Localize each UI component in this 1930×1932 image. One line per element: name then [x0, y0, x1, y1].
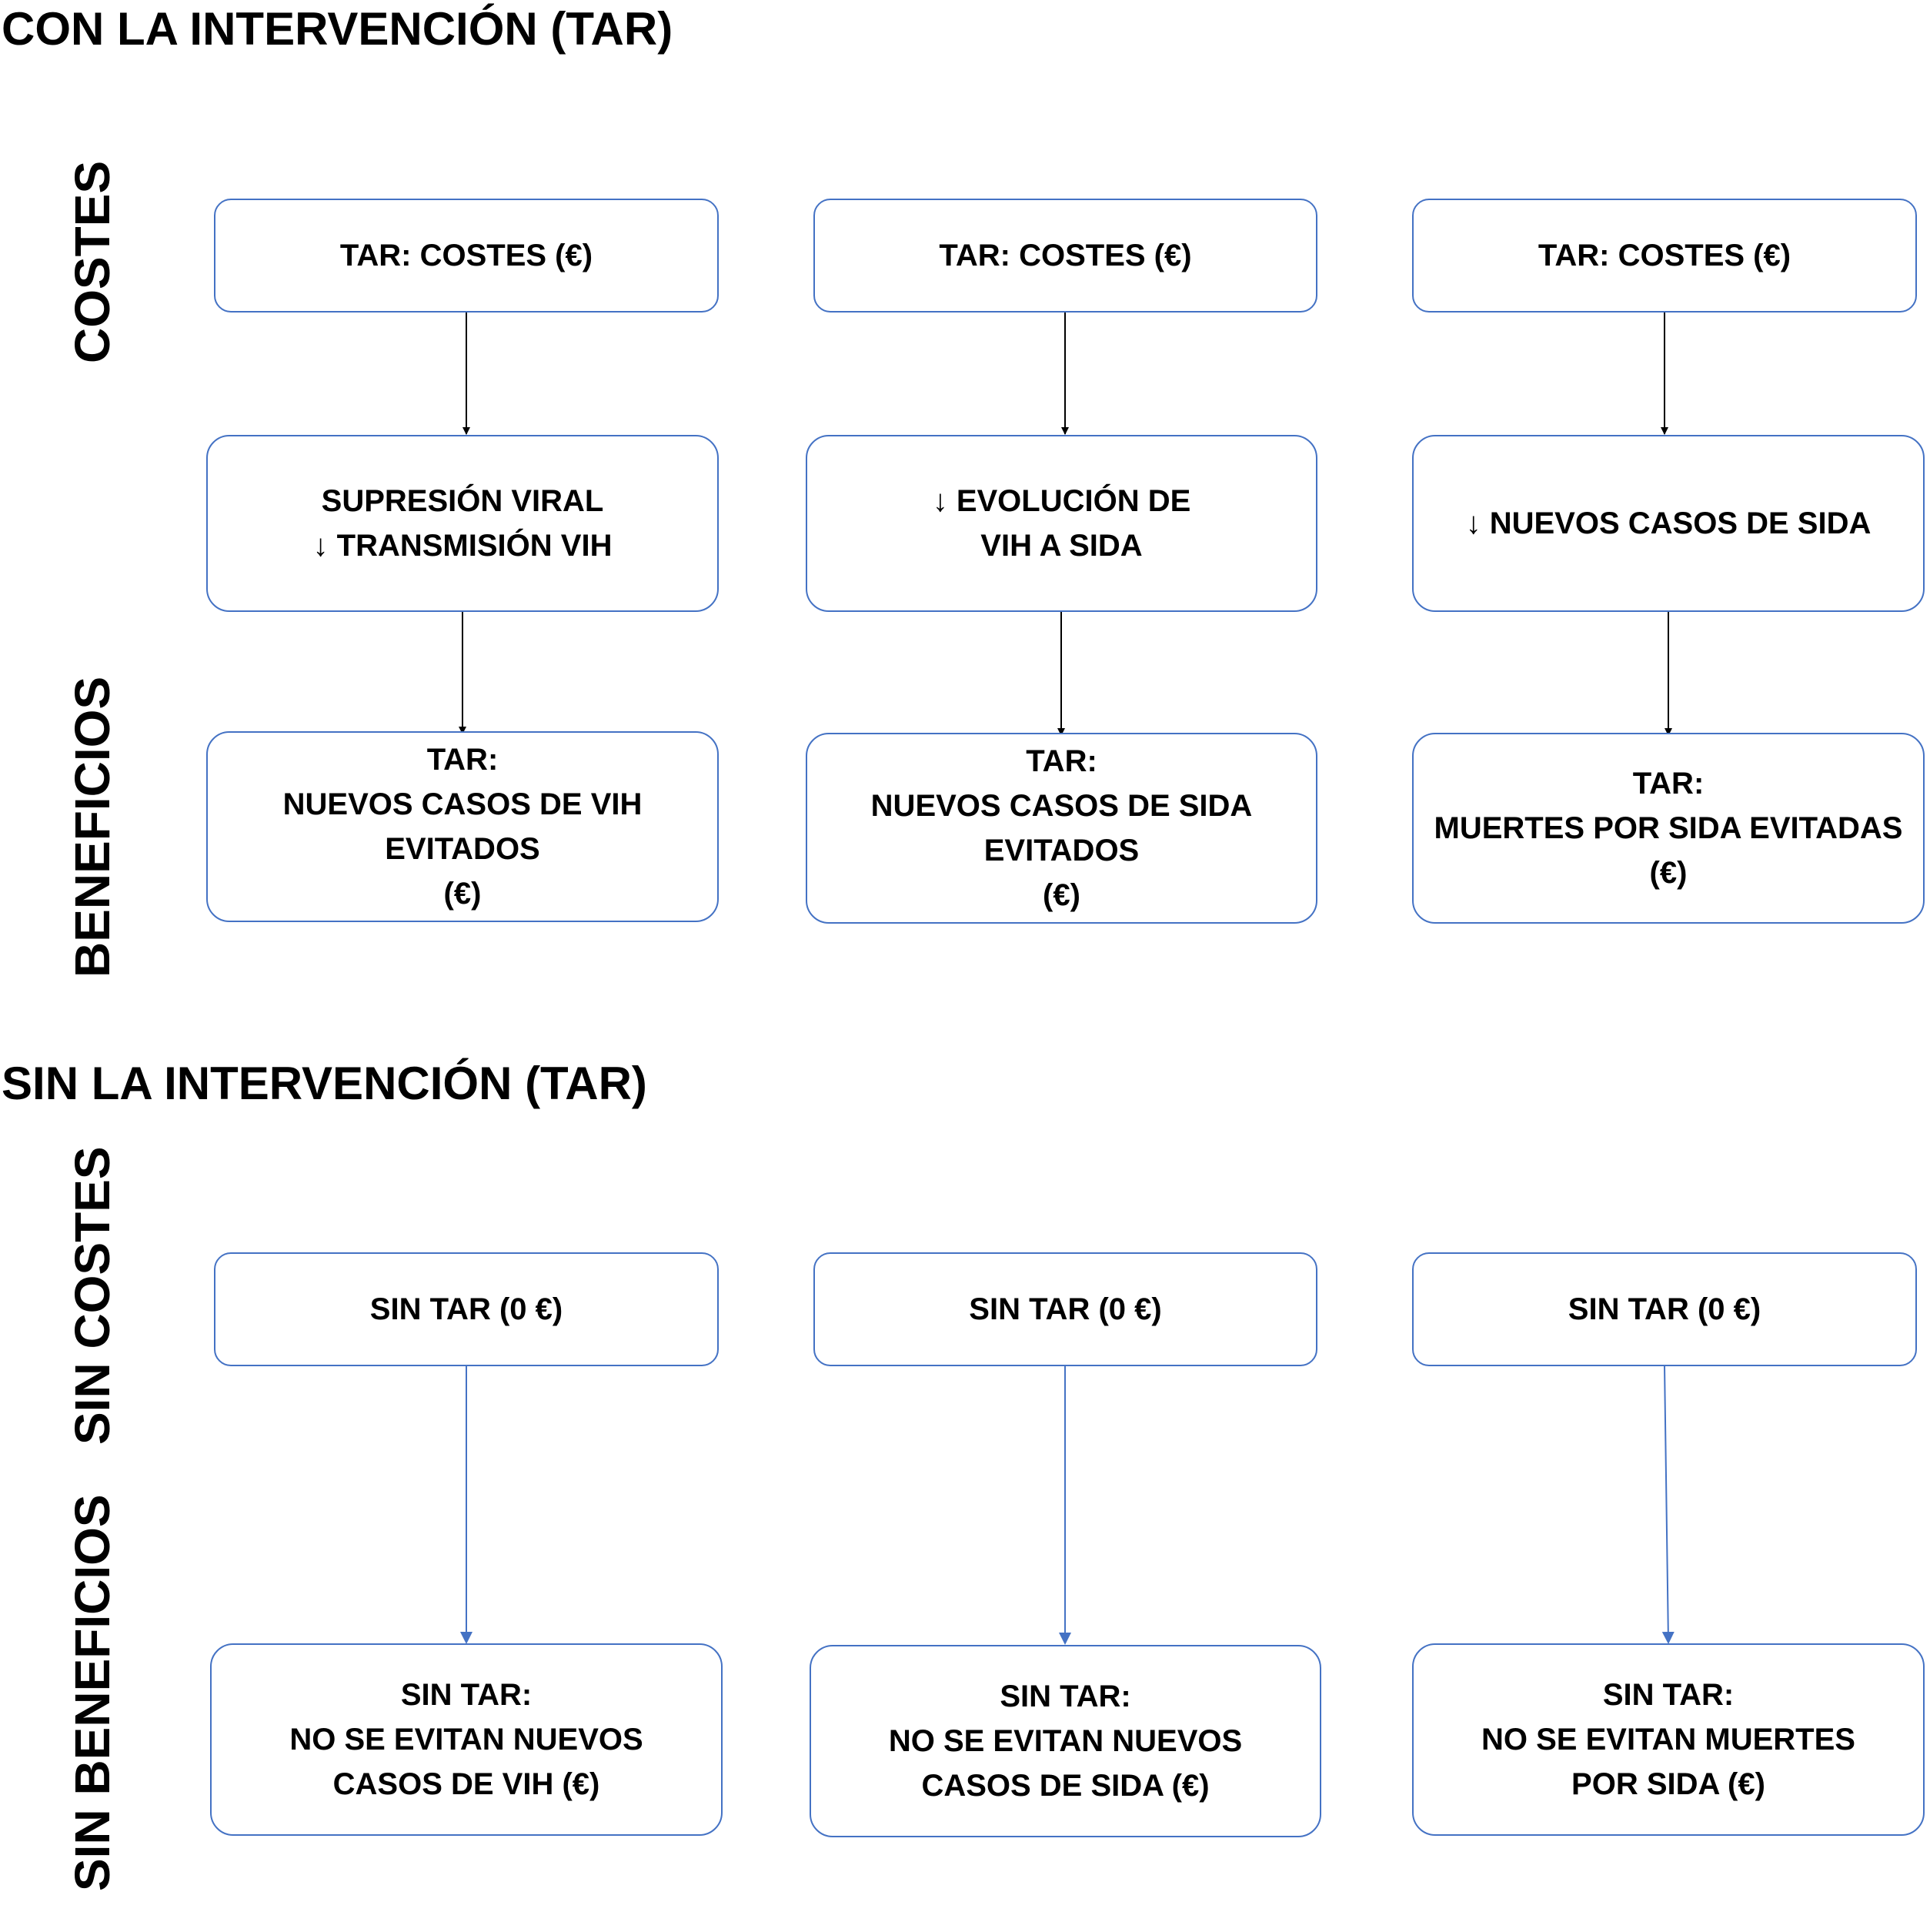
with-benefit-box-1: TAR: NUEVOS CASOS DE VIH EVITADOS (€)	[206, 731, 719, 922]
with-effect-box-2: ↓ EVOLUCIÓN DE VIH A SIDA	[806, 435, 1317, 612]
without-benefit-box-1: SIN TAR: NO SE EVITAN NUEVOS CASOS DE VI…	[210, 1643, 723, 1836]
without-cost-box-1: SIN TAR (0 €)	[214, 1252, 719, 1366]
with-cost-box-3: TAR: COSTES (€)	[1412, 199, 1917, 313]
section-title-with: CON LA INTERVENCIÓN (TAR)	[2, 3, 673, 55]
without-benefit-box-3: SIN TAR: NO SE EVITAN MUERTES POR SIDA (…	[1412, 1643, 1925, 1836]
with-benefit-box-3: TAR: MUERTES POR SIDA EVITADAS (€)	[1412, 733, 1925, 924]
section-title-without: SIN LA INTERVENCIÓN (TAR)	[2, 1058, 647, 1109]
with-effect-box-3: ↓ NUEVOS CASOS DE SIDA	[1412, 435, 1925, 612]
arrow-nocost-nobenefit-3	[1661, 1365, 1675, 1644]
with-effect-box-1: SUPRESIÓN VIRAL ↓ TRANSMISIÓN VIH	[206, 435, 719, 612]
without-benefit-box-2: SIN TAR: NO SE EVITAN NUEVOS CASOS DE SI…	[810, 1645, 1321, 1837]
with-benefit-box-2: TAR: NUEVOS CASOS DE SIDA EVITADOS (€)	[806, 733, 1317, 924]
with-cost-box-2: TAR: COSTES (€)	[813, 199, 1317, 313]
with-cost-box-1: TAR: COSTES (€)	[214, 199, 719, 313]
without-cost-box-3: SIN TAR (0 €)	[1412, 1252, 1917, 1366]
without-cost-box-2: SIN TAR (0 €)	[813, 1252, 1317, 1366]
